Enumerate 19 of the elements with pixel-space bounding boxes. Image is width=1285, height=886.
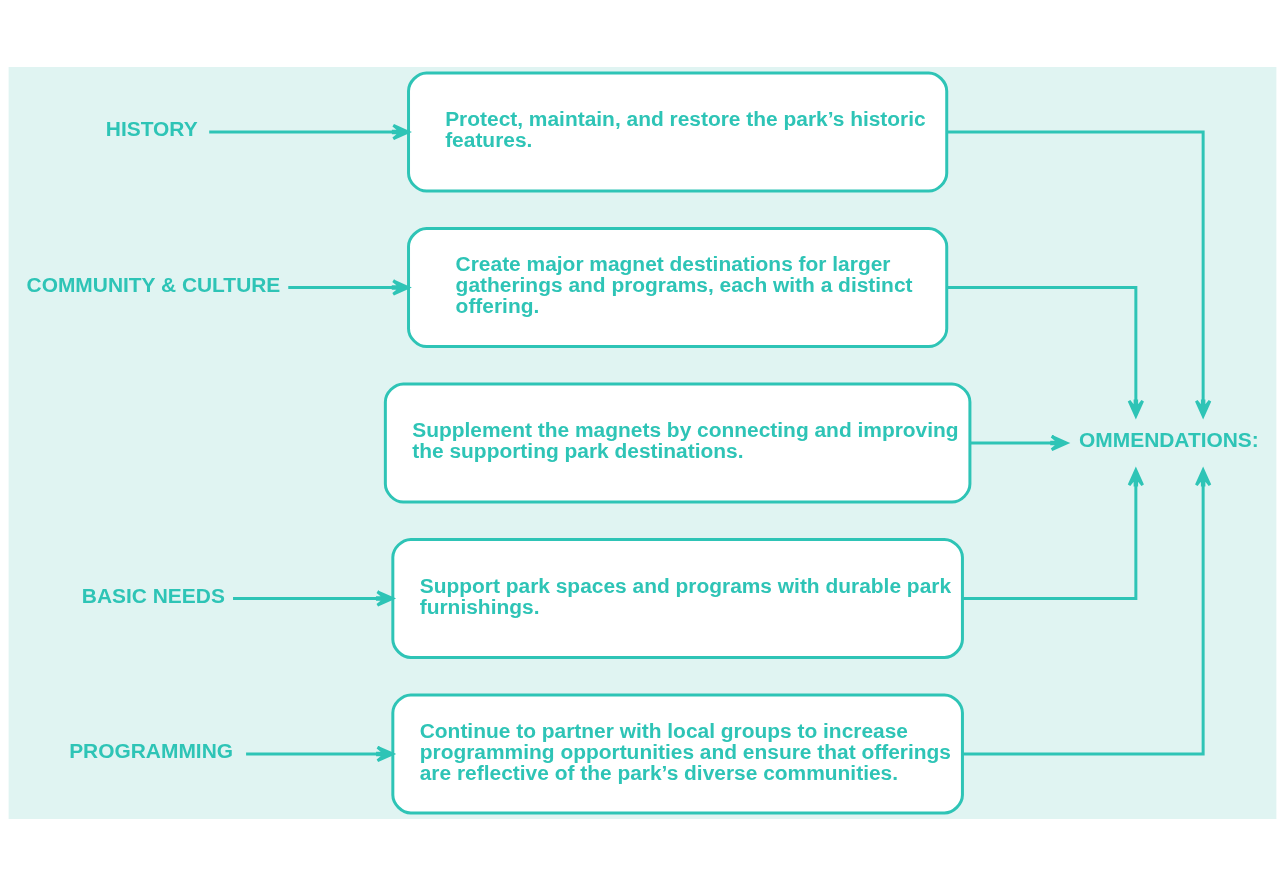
arrow (288, 279, 410, 296)
node-box: Protect, maintain, and restore the park’s historic features. (407, 71, 949, 193)
node-box: Supplement the magnets by connecting and improving the supporting park destinations. (383, 382, 972, 504)
node-box: Create major magnet destinations for larger gatherings and programs, each with a distinct offering. (407, 226, 949, 349)
node-text: BASIC NEEDS (81, 583, 225, 607)
arrow (946, 130, 1212, 418)
arrow (962, 468, 1145, 600)
node-box: Continue to partner with local groups to increase programming opportunities and ensure that offerings are reflective of the park’s diverse communities. (391, 693, 964, 815)
arrow (209, 123, 410, 141)
arrow (946, 286, 1145, 418)
arrow (233, 590, 394, 607)
node-text: COMMUNITY & CULTURE (26, 272, 281, 296)
arrow (962, 468, 1212, 756)
node-box: Support park spaces and programs with durable park furnishings. (391, 537, 964, 660)
node-text: OMMENDATIONS: (1079, 428, 1259, 452)
arrow (246, 745, 394, 763)
node-text: HISTORY (105, 117, 198, 141)
node-text: PROGRAMMING (69, 739, 234, 762)
arrow (970, 434, 1069, 452)
